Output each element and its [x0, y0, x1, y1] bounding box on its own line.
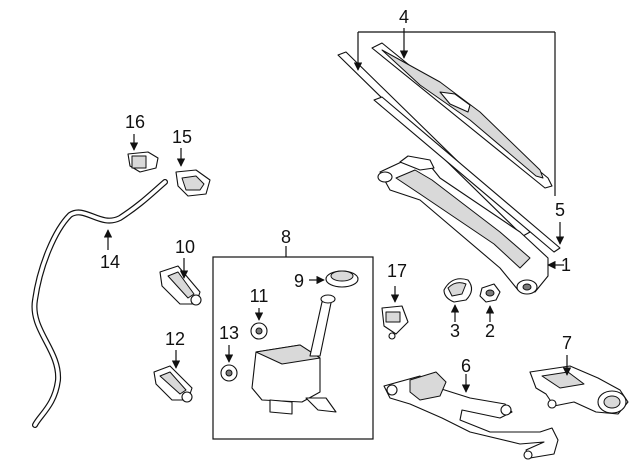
callout-10: 10: [175, 237, 195, 257]
callout-14: 14: [100, 252, 120, 272]
wiper-motor-part-7: [529, 355, 629, 415]
callout-5: 5: [555, 200, 565, 220]
washer-hose-part-14: [31, 179, 168, 428]
arm-cap-part-3: [443, 278, 473, 322]
callout-12: 12: [165, 329, 185, 349]
callout-4-leader: [353, 28, 556, 196]
reservoir-cap-part-9: [309, 270, 359, 288]
callout-9: 9: [294, 271, 304, 291]
callout-13: 13: [219, 323, 239, 343]
callout-1: 1: [561, 255, 571, 275]
grommet-part-13: [220, 345, 238, 382]
callout-15: 15: [172, 127, 192, 147]
washer-nozzle-part-17: [381, 286, 409, 340]
wiper-blade-part-4: [337, 42, 561, 253]
callout-16: 16: [125, 112, 145, 132]
callout-17: 17: [387, 261, 407, 281]
callout-7: 7: [562, 333, 572, 353]
washer-nozzle-part-15: [175, 148, 211, 197]
washer-pump-part-10: [159, 258, 202, 306]
nut-part-2: [479, 283, 501, 322]
callout-6: 6: [461, 356, 471, 376]
wiper-linkage-part-6: [383, 371, 559, 460]
callout-8: 8: [281, 227, 291, 247]
reservoir-assembly-part-8: [212, 246, 374, 440]
callout-11: 11: [250, 286, 269, 306]
washer-nozzle-part-16: [127, 134, 159, 173]
callout-4: 4: [399, 7, 409, 27]
wiper-arm-part-1: [377, 155, 549, 295]
callout-3: 3: [450, 321, 460, 341]
grommet-part-11: [250, 308, 268, 340]
washer-pump-part-12: [153, 350, 193, 403]
callout-2: 2: [485, 321, 495, 341]
